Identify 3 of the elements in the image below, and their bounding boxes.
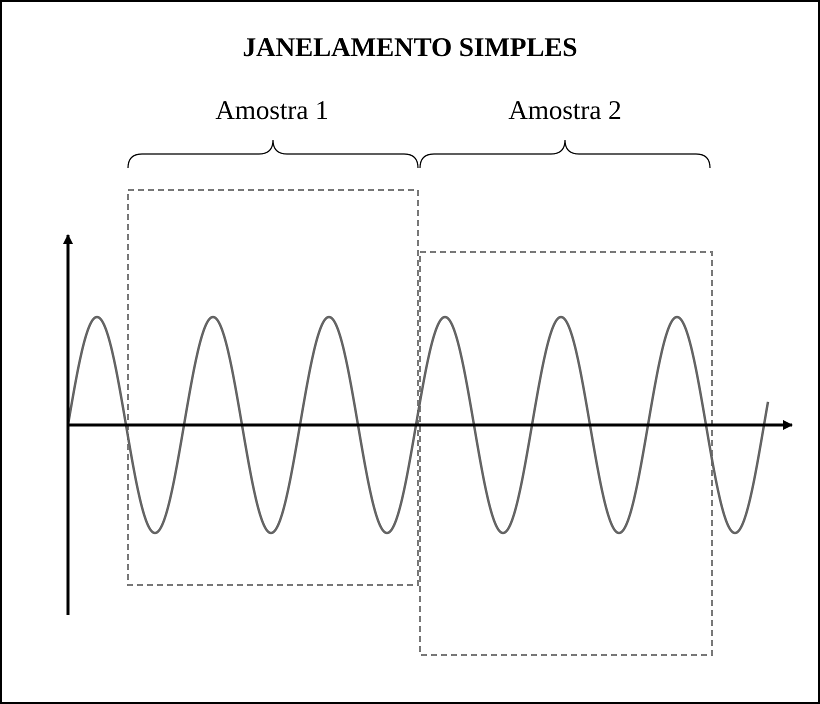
sample-label: Amostra 2 (508, 95, 622, 126)
diagram-title: JANELAMENTO SIMPLES (242, 32, 578, 63)
sample-label: Amostra 1 (215, 95, 329, 126)
